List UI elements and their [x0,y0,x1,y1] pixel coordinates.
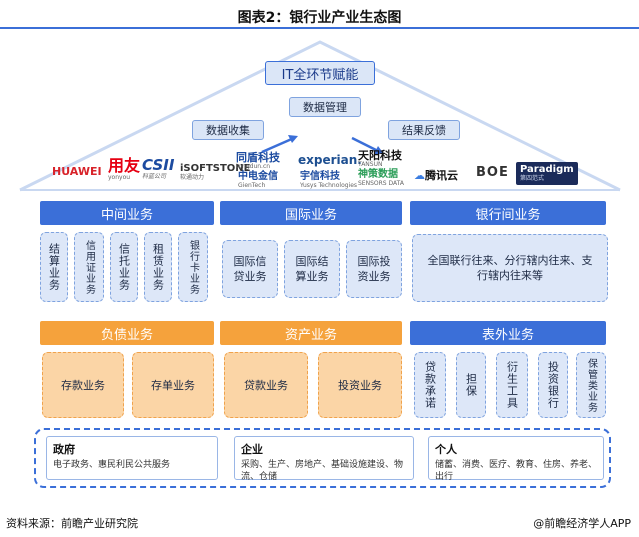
tile-derivatives: 衍生工具 [496,352,528,418]
tile-loan-commitment: 贷款承诺 [414,352,446,418]
arrow-manage-to-feedback [351,136,381,154]
stakeholders-container [34,428,611,488]
middle-business-header: 中间业务 [40,201,214,225]
roof-outline [19,40,621,192]
tile-investment-banking: 投资银行 [538,352,568,418]
off-balance-header: 表外业务 [410,321,606,345]
result-feedback-pill: 结果反馈 [388,120,460,140]
data-collect-pill: 数据收集 [192,120,264,140]
logo-tencent-cloud: ☁腾讯云 [414,169,458,182]
international-business-header: 国际业务 [220,201,402,225]
arrow-collect-to-manage [261,136,295,154]
tile-letter-of-credit: 信用证业务 [74,232,104,302]
interbank-business-header: 银行间业务 [410,201,606,225]
liability-business-header: 负债业务 [40,321,214,345]
source-note: 资料来源：前瞻产业研究院 [6,517,138,530]
tile-leasing: 租赁业务 [144,232,172,302]
logo-boe: BOE [476,165,509,180]
tile-deposit: 存款业务 [42,352,124,418]
chart-title: 图表2：银行业产业生态图 [237,10,402,26]
it-enablement-box: IT全环节赋能 [265,61,375,85]
brand-note: @前瞻经济学人APP [533,517,631,530]
tile-loan: 贷款业务 [224,352,308,418]
title-underline [0,27,639,29]
cloud-icon: ☁ [414,169,425,182]
tile-intl-credit: 国际信贷业务 [222,240,278,298]
data-manage-pill: 数据管理 [289,97,361,117]
tile-trust: 信托业务 [110,232,138,302]
tile-custody: 保管类业务 [576,352,606,418]
logo-huawei: HUAWEI [52,165,102,178]
stakeholder-individual: 个人 储蓄、消费、医疗、教育、住房、养老、出行 [428,436,604,482]
tile-settlement: 结算业务 [40,232,68,302]
tile-bank-card: 银行卡业务 [178,232,208,302]
tile-investment: 投资业务 [318,352,402,418]
tile-interbank-detail: 全国联行往来、分行辖内往来、支行辖内往来等 [412,234,608,302]
tile-guarantee: 担保 [456,352,486,418]
tile-cd: 存单业务 [132,352,214,418]
stakeholder-enterprise: 企业 采购、生产、房地产、基础设施建设、物流、仓储 [234,436,414,482]
tile-intl-settlement: 国际结算业务 [284,240,340,298]
asset-business-header: 资产业务 [220,321,402,345]
stakeholder-government: 政府 电子政务、惠民利民公共服务 [46,436,218,480]
tile-intl-investment: 国际投资业务 [346,240,402,298]
logo-experian: experian. [298,153,362,167]
